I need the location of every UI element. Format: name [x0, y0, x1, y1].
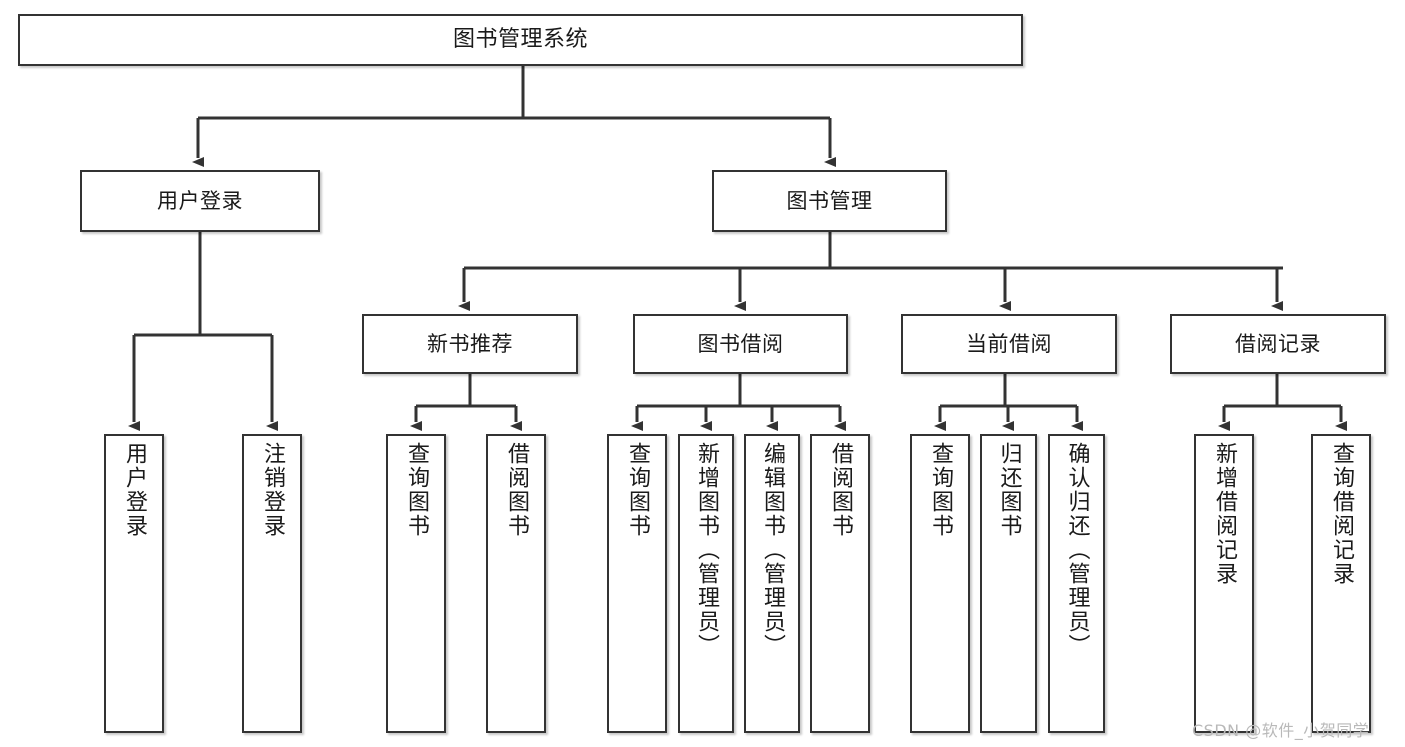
leaf-user-login-signin[interactable]: 用户登录	[104, 434, 164, 733]
node-label: 确认归还（管理员）	[1064, 442, 1090, 658]
node-label: 借阅图书	[503, 442, 529, 538]
node-label: 当前借阅	[966, 331, 1052, 356]
node-user-login[interactable]: 用户登录	[80, 170, 320, 232]
node-label: 注销登录	[259, 442, 285, 538]
node-label: 查询借阅记录	[1328, 442, 1354, 586]
leaf-borrow-query-book[interactable]: 查询图书	[607, 434, 667, 733]
node-new-book-recommend[interactable]: 新书推荐	[362, 314, 578, 374]
leaf-new-book-borrow[interactable]: 借阅图书	[486, 434, 546, 733]
node-label: 用户登录	[157, 188, 243, 213]
node-label: 新增借阅记录	[1211, 442, 1237, 586]
node-label: 图书管理系统	[452, 27, 588, 52]
leaf-current-confirm-return-admin[interactable]: 确认归还（管理员）	[1048, 434, 1105, 733]
node-label: 图书管理	[786, 188, 873, 213]
node-current-borrow[interactable]: 当前借阅	[901, 314, 1117, 374]
node-label: 新增图书（管理员）	[693, 442, 719, 658]
node-label: 查询图书	[624, 442, 650, 538]
leaf-records-add-record[interactable]: 新增借阅记录	[1194, 434, 1254, 733]
node-label: 用户登录	[121, 442, 147, 538]
node-label: 查询图书	[927, 442, 953, 538]
leaf-user-login-signout[interactable]: 注销登录	[242, 434, 302, 733]
node-label: 借阅记录	[1235, 331, 1321, 356]
node-root-system[interactable]: 图书管理系统	[18, 14, 1023, 66]
leaf-records-query-record[interactable]: 查询借阅记录	[1311, 434, 1371, 733]
node-borrow-records[interactable]: 借阅记录	[1170, 314, 1386, 374]
leaf-borrow-add-book-admin[interactable]: 新增图书（管理员）	[678, 434, 734, 733]
leaf-current-query-book[interactable]: 查询图书	[910, 434, 970, 733]
node-label: 查询图书	[403, 442, 429, 538]
node-label: 新书推荐	[427, 331, 513, 356]
node-label: 编辑图书（管理员）	[759, 442, 785, 658]
watermark-text: CSDN @软件_小贺同学	[1192, 721, 1370, 740]
leaf-new-book-query[interactable]: 查询图书	[386, 434, 446, 733]
leaf-borrow-borrow-book[interactable]: 借阅图书	[810, 434, 870, 733]
leaf-borrow-edit-book-admin[interactable]: 编辑图书（管理员）	[744, 434, 800, 733]
node-label: 图书借阅	[697, 331, 784, 356]
node-label: 归还图书	[996, 442, 1022, 538]
node-book-management[interactable]: 图书管理	[712, 170, 947, 232]
node-book-borrow[interactable]: 图书借阅	[633, 314, 848, 374]
leaf-current-return-book[interactable]: 归还图书	[980, 434, 1037, 733]
node-label: 借阅图书	[827, 442, 853, 538]
